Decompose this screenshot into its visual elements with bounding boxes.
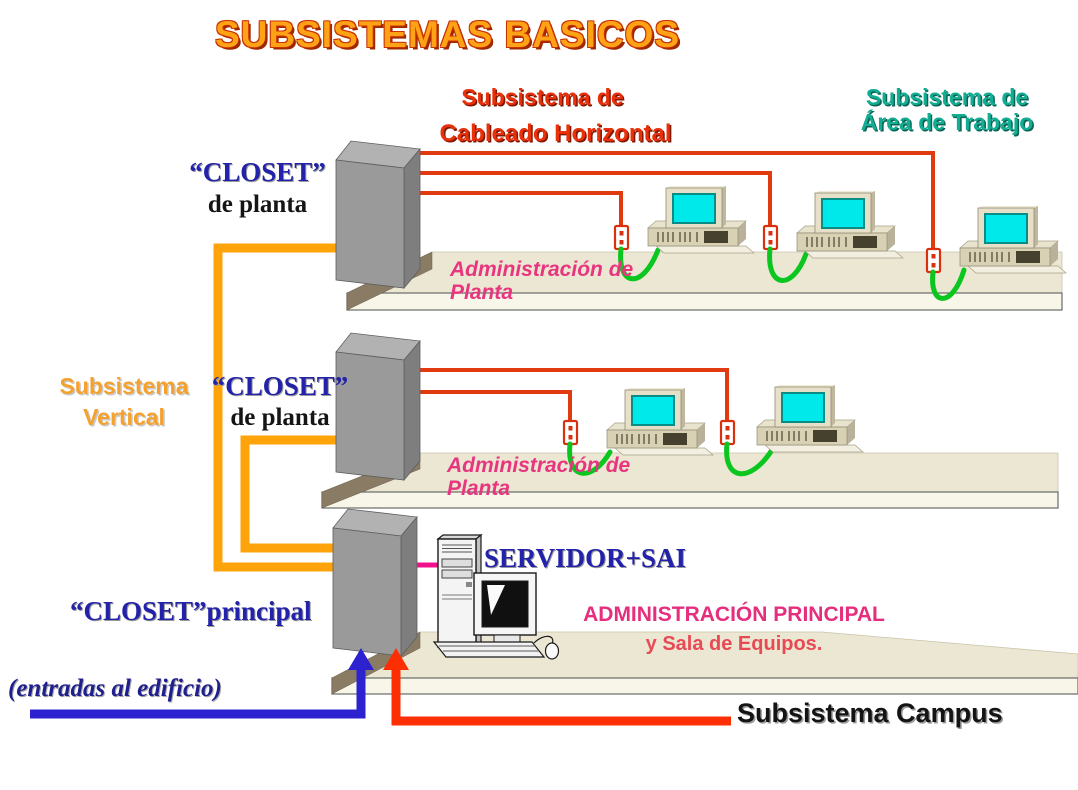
patch-cord-3: [930, 267, 967, 301]
equipment-closet-principal: [332, 508, 418, 657]
closet-floor2-sublabel: de planta: [230, 404, 330, 431]
floor2-administration-label-line2: Planta: [447, 477, 511, 500]
riser-cable-floor1: [213, 243, 343, 572]
horizontal-subsystem-label-line1: Subsistema de: [461, 84, 624, 110]
desktop-computer-1: [647, 185, 755, 254]
riser-cable-floor2: [240, 435, 360, 553]
building-entries-label: (entradas al edificio): [8, 675, 222, 702]
building-entrance-arrow: [30, 648, 374, 719]
patch-cord-2: [767, 246, 809, 283]
server-workstation: [432, 533, 560, 660]
desktop-computer-5: [756, 384, 864, 453]
desktop-computer-3: [959, 205, 1067, 274]
closet-floor1-sublabel: de planta: [207, 191, 308, 218]
horizontal-cable-1b: [410, 171, 772, 226]
work-area-patch-cords: [567, 246, 967, 477]
horizontal-cable-1a: [410, 151, 935, 249]
closet-floor2-label: “CLOSET”: [211, 371, 349, 401]
equipment-closet-floor1: [335, 140, 421, 289]
patch-cord-4: [567, 441, 613, 476]
horizontal-cable-2b: [410, 390, 572, 421]
horizontal-cable-1c: [410, 191, 623, 226]
patch-cord-1: [618, 246, 661, 282]
campus-subsystem-label: Subsistema Campus: [737, 698, 1003, 728]
work-area-subsystem-label-line1: Subsistema de: [865, 84, 1029, 110]
desktop-computer-2: [796, 190, 904, 259]
floor1-administration-label-line2: Planta: [450, 281, 514, 304]
wall-outlet-2: [762, 224, 779, 251]
work-area-subsystem-label-line2: Área de Trabajo: [860, 109, 1034, 135]
wall-outlet-1: [613, 224, 630, 251]
vertical-subsystem-cables: [213, 243, 360, 572]
campus-subsystem-arrow: [383, 648, 731, 726]
patch-cord-5: [724, 441, 775, 477]
vertical-subsystem-label-line1: Subsistema: [59, 373, 189, 399]
horizontal-cabling-floor2: [410, 368, 729, 421]
horizontal-cable-2a: [410, 368, 729, 421]
closet-principal-label: “CLOSET”principal: [70, 596, 312, 626]
closet-floor1-label: “CLOSET”: [189, 157, 326, 187]
wall-outlet-3: [925, 247, 942, 274]
wall-outlet-5: [719, 419, 736, 446]
horizontal-subsystem-label-line2: Cableado Horizontal: [439, 120, 672, 147]
floor2-administration-label-line1: Administración de: [447, 454, 631, 477]
desktop-computer-4: [606, 387, 714, 456]
floor-slab-2: [321, 452, 1059, 509]
main-administration-label-line1: ADMINISTRACIÓN PRINCIPAL: [583, 603, 885, 626]
server-label: SERVIDOR+SAI: [484, 543, 686, 573]
horizontal-cabling-floor1: [410, 151, 935, 249]
wall-outlet-4: [562, 419, 579, 446]
floor1-administration-label-line1: Administración de: [450, 258, 634, 281]
vertical-subsystem-label-line2: Vertical: [83, 404, 165, 430]
page-title: SUBSISTEMAS BASICOS: [214, 14, 681, 55]
main-administration-label-line2: y Sala de Equipos.: [645, 633, 823, 655]
